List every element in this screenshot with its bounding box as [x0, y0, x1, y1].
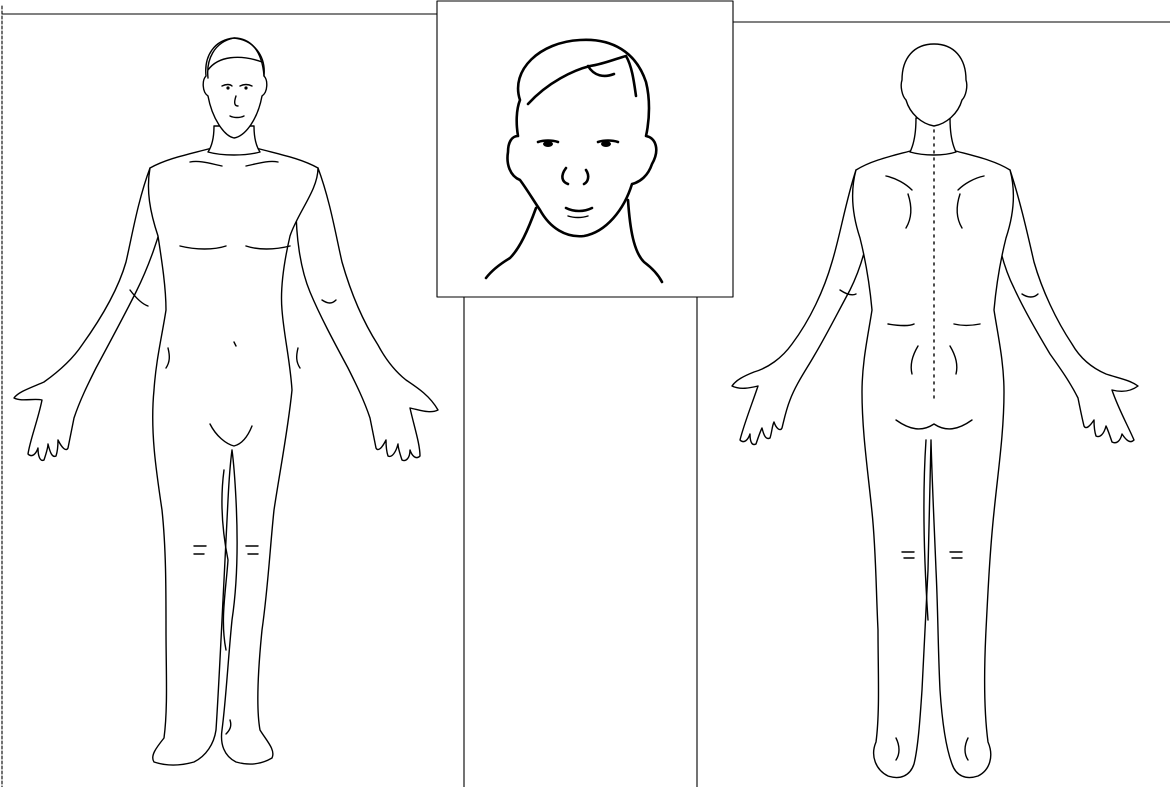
posterior-right-arm	[994, 170, 1138, 443]
anterior-torso-legs	[148, 148, 318, 765]
head-closeup-frame	[437, 1, 733, 297]
anterior-body-figure	[14, 38, 438, 765]
posterior-left-arm	[732, 170, 872, 445]
posterior-head	[901, 44, 967, 126]
anterior-right-arm	[296, 168, 438, 461]
posterior-torso-legs	[853, 150, 1014, 778]
closeup-neck-shoulders	[486, 200, 662, 282]
closeup-face-features	[538, 141, 618, 218]
closeup-hair-part	[528, 56, 636, 104]
anterior-left-arm	[14, 168, 166, 460]
posterior-body-figure	[732, 44, 1138, 778]
head-closeup-figure	[486, 40, 662, 282]
